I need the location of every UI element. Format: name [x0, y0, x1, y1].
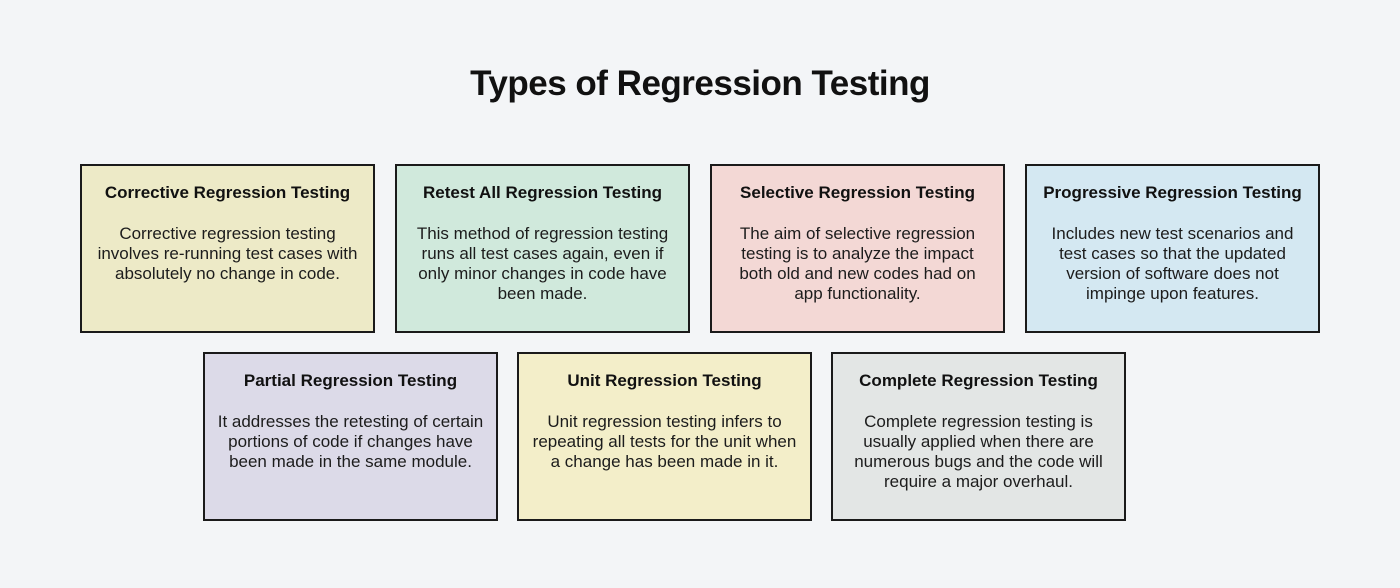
card-description: Unit regression testing infers to repeat… [532, 412, 797, 471]
card-title: Complete Regression Testing [859, 371, 1098, 390]
card-corrective-regression-testing: Corrective Regression Testing Corrective… [80, 164, 375, 333]
card-selective-regression-testing: Selective Regression Testing The aim of … [710, 164, 1005, 333]
card-title: Corrective Regression Testing [104, 183, 351, 202]
card-description: The aim of selective regression testing … [739, 224, 976, 303]
card-progressive-regression-testing: Progressive Regression Testing Includes … [1025, 164, 1320, 333]
card-description: This method of regression testing runs a… [416, 224, 669, 303]
page-title: Types of Regression Testing [470, 64, 930, 103]
card-unit-regression-testing: Unit Regression Testing Unit regression … [517, 352, 812, 521]
card-title: Retest All Regression Testing [423, 183, 662, 202]
card-description: Corrective regression testing involves r… [97, 224, 358, 283]
card-title: Unit Regression Testing [567, 371, 762, 390]
card-description: Complete regression testing is usually a… [854, 412, 1103, 491]
card-description: It addresses the retesting of certain po… [217, 412, 484, 471]
card-title: Selective Regression Testing [740, 183, 975, 202]
card-partial-regression-testing: Partial Regression Testing It addresses … [203, 352, 498, 521]
card-title: Progressive Regression Testing [1043, 183, 1302, 202]
card-description: Includes new test scenarios and test cas… [1051, 224, 1294, 303]
card-complete-regression-testing: Complete Regression Testing Complete reg… [831, 352, 1126, 521]
card-title: Partial Regression Testing [243, 371, 458, 390]
card-retest-all-regression-testing: Retest All Regression Testing This metho… [395, 164, 690, 333]
